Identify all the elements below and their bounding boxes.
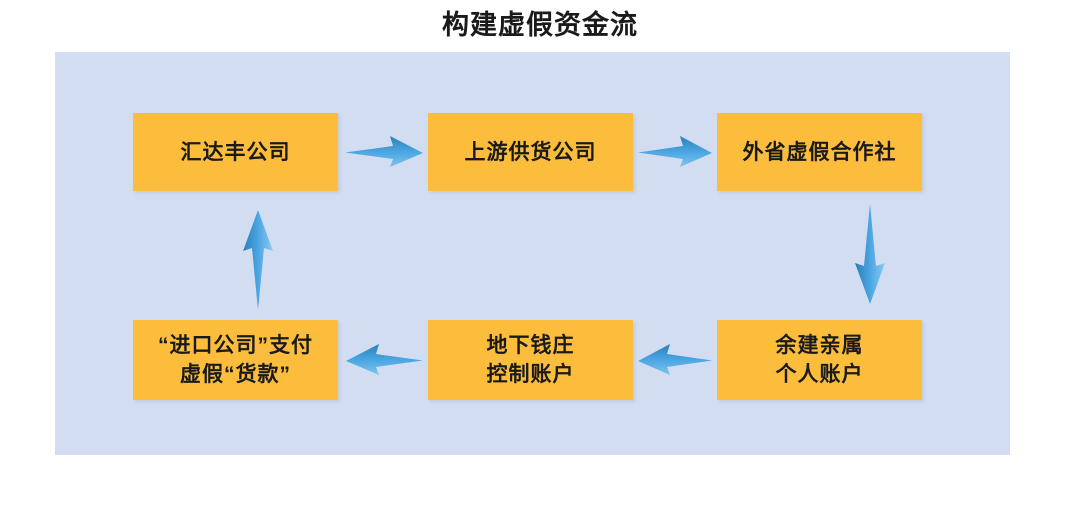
arrow-down-icon xyxy=(847,204,893,304)
node-label: 外省虚假合作社 xyxy=(742,140,897,164)
node-supplier[interactable]: 上游供货公司 xyxy=(428,113,633,191)
node-relatives-account[interactable]: 余建亲属 个人账户 xyxy=(717,320,922,400)
node-label: “进口公司”支付 虚假“货款” xyxy=(158,334,313,386)
node-label: 汇达丰公司 xyxy=(180,140,291,164)
arrow-up-icon xyxy=(235,210,281,310)
arrow-right-icon xyxy=(345,132,423,174)
node-label: 余建亲属 个人账户 xyxy=(775,334,864,386)
arrow-left-icon xyxy=(346,340,423,382)
arrow-left-icon xyxy=(638,340,712,382)
node-cooperative[interactable]: 外省虚假合作社 xyxy=(717,113,922,191)
arrow-right-icon xyxy=(638,132,712,174)
node-label: 上游供货公司 xyxy=(464,140,597,164)
flowchart-panel: 汇达丰公司 上游供货公司 外省虚假合作社 “进口公司”支付 虚假“货款” 地下钱… xyxy=(55,52,1010,455)
node-huidafeng[interactable]: 汇达丰公司 xyxy=(133,113,338,191)
node-underground-bank[interactable]: 地下钱庄 控制账户 xyxy=(428,320,633,400)
page-title: 构建虚假资金流 xyxy=(442,10,638,40)
node-label: 地下钱庄 控制账户 xyxy=(486,334,575,386)
node-import-company-payment[interactable]: “进口公司”支付 虚假“货款” xyxy=(133,320,338,400)
